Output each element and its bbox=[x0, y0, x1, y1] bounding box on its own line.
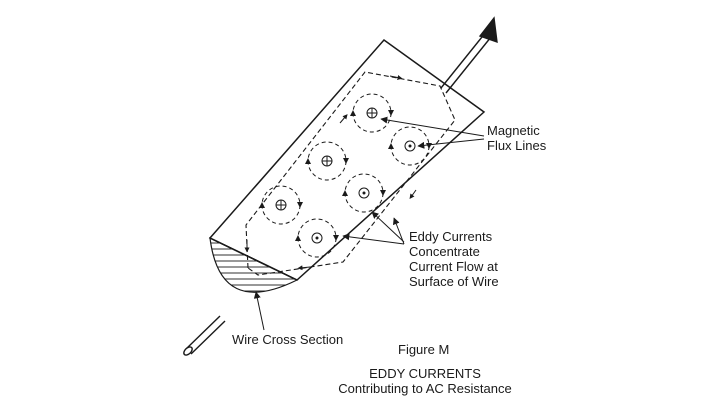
current-out-of-page-icon bbox=[311, 232, 323, 244]
eddy-currents-label-line-3: Current Flow at bbox=[409, 259, 498, 274]
flux-direction-arrow-icon bbox=[297, 202, 303, 208]
flux-direction-arrow-icon bbox=[305, 158, 311, 164]
wire bbox=[183, 16, 498, 356]
figure-title-line-1: EDDY CURRENTS bbox=[369, 366, 481, 381]
flux-loop bbox=[350, 93, 394, 133]
flux-direction-arrow-icon bbox=[350, 110, 356, 116]
eddy-currents-label-line-2: Concentrate bbox=[409, 244, 480, 259]
current-out-of-page-icon bbox=[358, 187, 370, 199]
wire-cross-section bbox=[209, 236, 299, 293]
flux-loop bbox=[259, 185, 303, 225]
flux-direction-arrow-icon bbox=[380, 190, 386, 196]
leader-lines bbox=[253, 116, 485, 331]
flux-lines bbox=[259, 93, 432, 258]
wire-cross-section-label: Wire Cross Section bbox=[232, 332, 344, 347]
flux-loop bbox=[295, 218, 339, 258]
current-out-of-page-icon bbox=[404, 140, 416, 152]
figure-title-line-2: Contributing to AC Resistance bbox=[338, 381, 512, 396]
magnetic-flux-label: Magnetic Flux Lines bbox=[487, 123, 546, 153]
current-into-page-icon bbox=[321, 155, 333, 167]
figure-title: EDDY CURRENTS Contributing to AC Resista… bbox=[325, 366, 525, 396]
eddy-currents-label-line-4: Surface of Wire bbox=[409, 274, 499, 289]
magnetic-flux-label-line-2: Flux Lines bbox=[487, 138, 547, 153]
wire-arrow-icon bbox=[478, 16, 498, 44]
surface-current-arrows bbox=[244, 75, 417, 271]
eddy-currents-label-line-1: Eddy Currents bbox=[409, 229, 493, 244]
flux-direction-arrow-icon bbox=[388, 143, 394, 149]
current-into-page-icon bbox=[366, 107, 378, 119]
flux-direction-arrow-icon bbox=[333, 235, 339, 241]
flux-loop bbox=[305, 141, 349, 181]
flux-direction-arrow-icon bbox=[343, 158, 349, 164]
magnetic-flux-label-line-1: Magnetic bbox=[487, 123, 540, 138]
surface-current-loop bbox=[245, 71, 456, 276]
flux-direction-arrow-icon bbox=[388, 110, 394, 116]
figure-number: Figure M bbox=[398, 342, 450, 357]
flux-loop bbox=[388, 126, 432, 166]
flux-direction-arrow-icon bbox=[295, 235, 301, 241]
flux-direction-arrow-icon bbox=[342, 190, 348, 196]
flux-direction-arrow-icon bbox=[426, 143, 432, 149]
current-into-page-icon bbox=[275, 199, 287, 211]
flux-loop bbox=[342, 173, 386, 213]
flux-direction-arrow-icon bbox=[259, 202, 265, 208]
eddy-currents-label: Eddy Currents Concentrate Current Flow a… bbox=[409, 229, 499, 289]
